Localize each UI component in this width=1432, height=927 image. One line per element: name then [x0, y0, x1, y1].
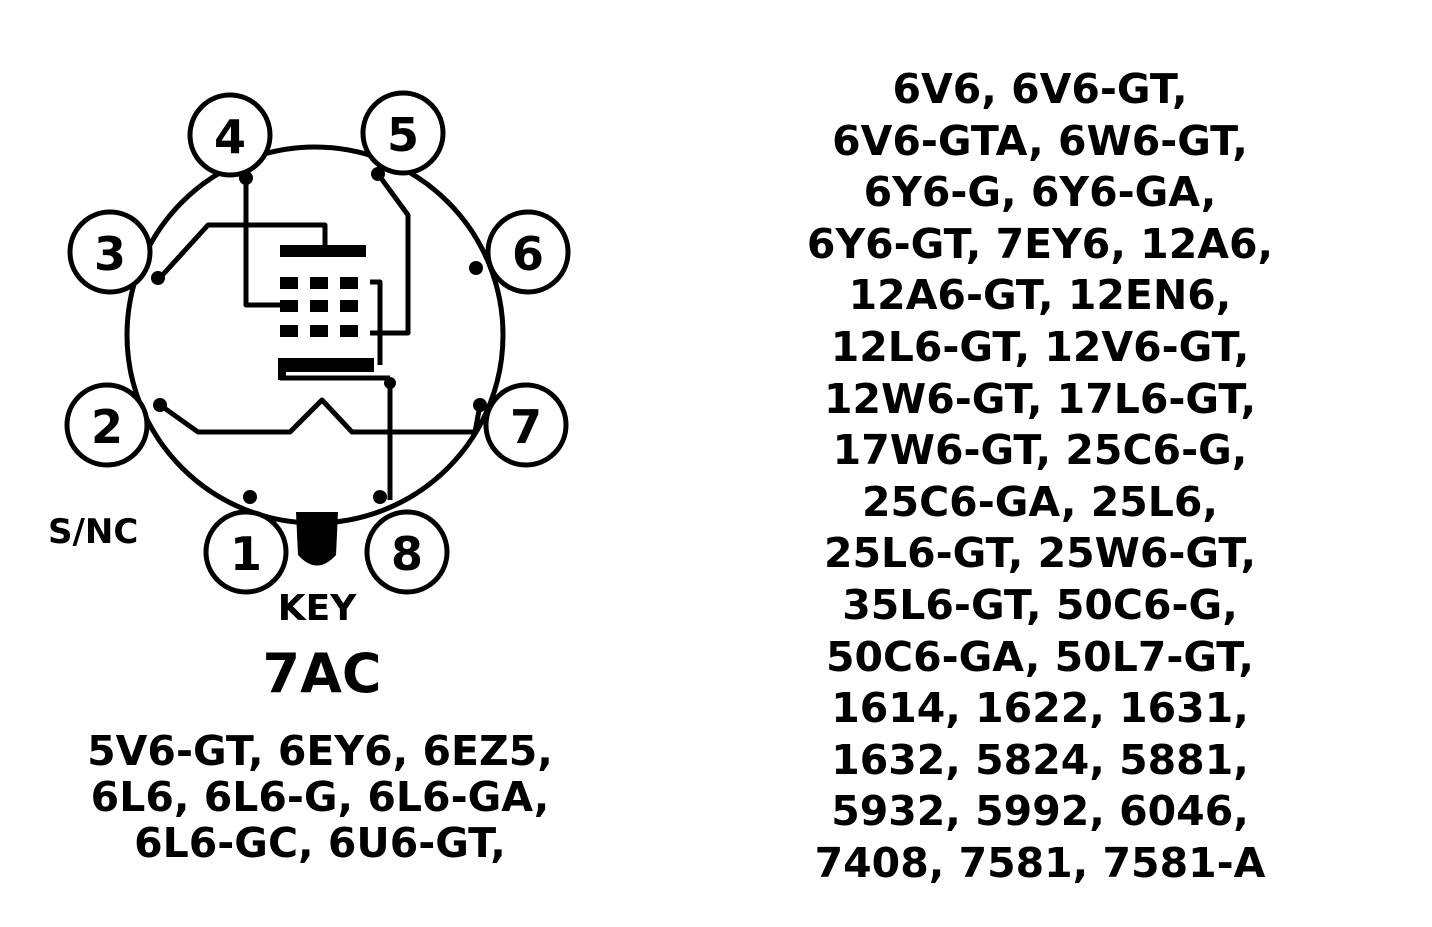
key-notch — [296, 512, 338, 566]
tube-list-line: 6V6, 6V6-GT, — [892, 65, 1188, 113]
tube-list-line: 35L6-GT, 50C6-G, — [842, 580, 1238, 629]
electrode-elements — [278, 245, 374, 380]
pin-1-label: 1 — [230, 527, 262, 581]
tube-list-line: 6L6, 6L6-G, 6L6-GA, — [90, 773, 550, 821]
tube-list-line: 5V6-GT, 6EY6, 6EZ5, — [87, 727, 553, 775]
pin-circles — [64, 90, 571, 595]
tube-list-line: 12W6-GT, 17L6-GT, — [823, 374, 1257, 423]
pin-2-label: 2 — [91, 400, 123, 454]
tube-list-line: 6V6-GTA, 6W6-GT, — [832, 116, 1248, 165]
base-code: 7AC — [263, 642, 382, 705]
tube-list-line: 5932, 5992, 6046, — [831, 787, 1249, 836]
pin-3-label: 3 — [94, 227, 126, 281]
tube-list-line: 6L6-GC, 6U6-GT, — [134, 819, 506, 867]
pin-6-label: 6 — [512, 227, 544, 281]
pin-4-circle — [187, 92, 273, 178]
pin-1-note: S/NC — [48, 512, 138, 552]
tube-list-left: 5V6-GT, 6EY6, 6EZ5, 6L6, 6L6-G, 6L6-GA, … — [20, 728, 620, 866]
pin-8-circle — [364, 509, 450, 595]
key-label: KEY — [278, 588, 357, 629]
pin-5-circle — [360, 90, 446, 176]
tube-list-line: 12L6-GT, 12V6-GT, — [830, 322, 1250, 371]
pin-5-label: 5 — [387, 108, 419, 162]
tube-list-line: 1614, 1622, 1631, — [831, 684, 1249, 733]
pin-1-circle — [203, 509, 289, 595]
pin-4-label: 4 — [214, 110, 246, 164]
tube-list-line: 6Y6-GT, 7EY6, 12A6, — [806, 219, 1274, 268]
pin-7-label: 7 — [510, 400, 542, 454]
pin-6-circle — [485, 209, 571, 295]
pin-8-label: 8 — [391, 527, 423, 581]
pin-2-circle — [64, 382, 150, 468]
tube-list-line: 1632, 5824, 5881, — [831, 735, 1249, 784]
tube-list-line: 25C6-GA, 25L6, — [862, 477, 1218, 526]
tube-list-line: 12A6-GT, 12EN6, — [848, 271, 1232, 320]
tube-base-diagram: 1 2 3 4 5 6 7 8 S/NC KEY 7AC — [48, 90, 571, 705]
pin-contact-dots — [151, 167, 487, 504]
pin-7-circle — [483, 382, 569, 468]
pin-3-circle — [67, 209, 153, 295]
tube-list-line: 17W6-GT, 25C6-G, — [832, 426, 1248, 475]
tube-list-line: 50C6-GA, 50L7-GT, — [825, 632, 1255, 681]
internal-wiring — [156, 172, 483, 500]
tube-list-right: 6V6, 6V6-GT, 6V6-GTA, 6W6-GT, 6Y6-G, 6Y6… — [740, 64, 1340, 890]
tube-list-line: 6Y6-G, 6Y6-GA, — [863, 168, 1217, 217]
tube-list-line: 25L6-GT, 25W6-GT, — [823, 529, 1257, 578]
tube-list-line: 7408, 7581, 7581-A — [814, 838, 1266, 887]
